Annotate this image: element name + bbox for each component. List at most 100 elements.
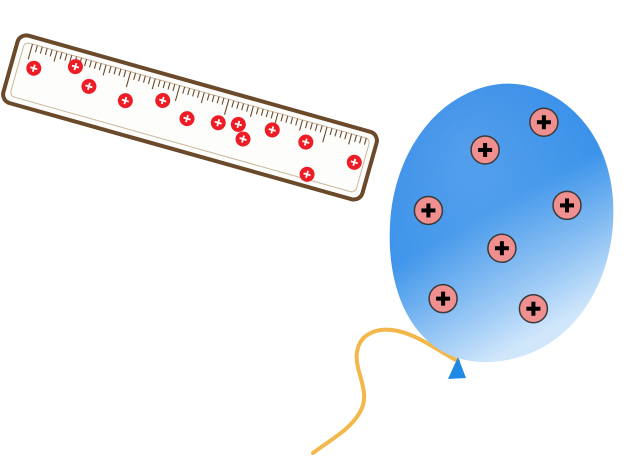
positive-charge	[470, 135, 500, 165]
ruler-tick	[319, 125, 323, 133]
ruler-charges	[26, 59, 362, 182]
ruler-tick	[334, 129, 338, 137]
ruler-tick	[304, 121, 308, 129]
ruler-tick	[151, 78, 156, 90]
ruler-tick	[211, 95, 215, 103]
ruler-tick	[157, 79, 161, 87]
plus-icon	[236, 120, 241, 129]
ruler-tick	[182, 86, 186, 94]
positive-charge	[210, 115, 226, 131]
ruler-tick	[108, 66, 112, 74]
positive-charge	[235, 131, 251, 147]
ruler-tick	[192, 89, 196, 97]
ruler-scale	[27, 43, 367, 145]
ruler-tick	[69, 54, 73, 63]
ruler-tick	[172, 83, 176, 92]
ruler-tick	[138, 74, 142, 82]
positive-charge	[264, 122, 280, 138]
positive-charge	[552, 190, 582, 221]
ruler-tick	[64, 53, 68, 61]
ruler-tick	[133, 72, 137, 80]
ruler-tick	[34, 45, 38, 53]
ruler-tick	[298, 119, 304, 131]
ruler-tick	[98, 63, 102, 71]
ruler-tick	[44, 48, 48, 56]
positive-charge	[428, 283, 458, 314]
ruler-tick	[84, 59, 88, 67]
ruler-tick	[309, 122, 313, 130]
positive-charge	[518, 293, 549, 324]
ruler-tick	[206, 93, 210, 101]
balloon-knot	[448, 357, 466, 379]
plus-icon	[185, 114, 189, 123]
ruler-tick	[295, 118, 299, 126]
ruler-tick	[93, 61, 97, 69]
positive-charge	[413, 195, 444, 226]
positive-charge	[179, 111, 195, 127]
ruler-inner-edge	[10, 42, 370, 193]
ruler-tick	[147, 77, 151, 85]
positive-charge	[155, 92, 171, 108]
ruler-tick	[174, 85, 181, 102]
balloon	[389, 83, 614, 379]
ruler-tick	[102, 64, 107, 76]
ruler-tick	[236, 101, 240, 109]
positive-charge	[117, 93, 133, 109]
balloon-charges	[413, 107, 582, 324]
plus-icon	[123, 96, 128, 105]
ruler-tick	[255, 107, 259, 115]
ruler-tick	[322, 126, 328, 143]
ruler-tick	[49, 49, 53, 57]
ruler-tick	[344, 132, 348, 140]
positive-charge	[67, 59, 83, 75]
plus-icon	[305, 170, 309, 179]
plus-icon	[352, 158, 357, 167]
ruler-tick	[27, 43, 33, 60]
plus-icon	[303, 138, 308, 146]
ruler-tick	[162, 81, 166, 89]
plus-icon	[160, 96, 165, 105]
ruler-tick	[88, 60, 92, 68]
ruler-tick	[285, 115, 289, 123]
ruler-tick	[142, 75, 146, 83]
ruler-tick	[53, 50, 58, 62]
ruler-tick	[59, 52, 63, 60]
ruler-tick	[249, 106, 254, 117]
ruler-tick	[113, 67, 117, 75]
ruler-tick	[196, 90, 200, 98]
ruler	[1, 33, 379, 202]
ruler-tick	[246, 104, 250, 112]
ruler-tick	[231, 100, 235, 108]
ruler-tick	[265, 110, 269, 118]
ruler-tick	[39, 46, 43, 54]
ruler-tick	[125, 71, 132, 88]
ruler-tick	[216, 96, 220, 104]
positive-charge	[346, 154, 362, 170]
ruler-tick	[221, 97, 225, 105]
ruler-tick	[118, 68, 122, 76]
positive-charge	[230, 116, 246, 132]
plus-icon	[73, 62, 78, 71]
balloon-string	[311, 327, 460, 455]
ruler-tick	[167, 82, 171, 90]
ruler-tick	[290, 117, 294, 125]
ruler-tick	[200, 92, 205, 104]
positive-charge	[26, 60, 42, 76]
ruler-tick	[354, 135, 358, 143]
ruler-tick	[329, 128, 333, 136]
plus-icon	[87, 82, 91, 91]
plus-icon	[270, 126, 275, 134]
positive-charge	[298, 134, 314, 150]
plus-icon	[31, 64, 36, 72]
ruler-tick	[348, 133, 353, 145]
ruler-tick	[241, 103, 245, 111]
ruler-tick	[223, 99, 230, 115]
ruler-tick	[270, 111, 274, 119]
positive-charge	[487, 233, 517, 263]
positive-charge	[529, 107, 559, 137]
plus-icon	[216, 119, 221, 127]
positive-charge	[299, 166, 315, 182]
ruler-tick	[280, 114, 284, 122]
ruler-tick	[260, 108, 264, 116]
